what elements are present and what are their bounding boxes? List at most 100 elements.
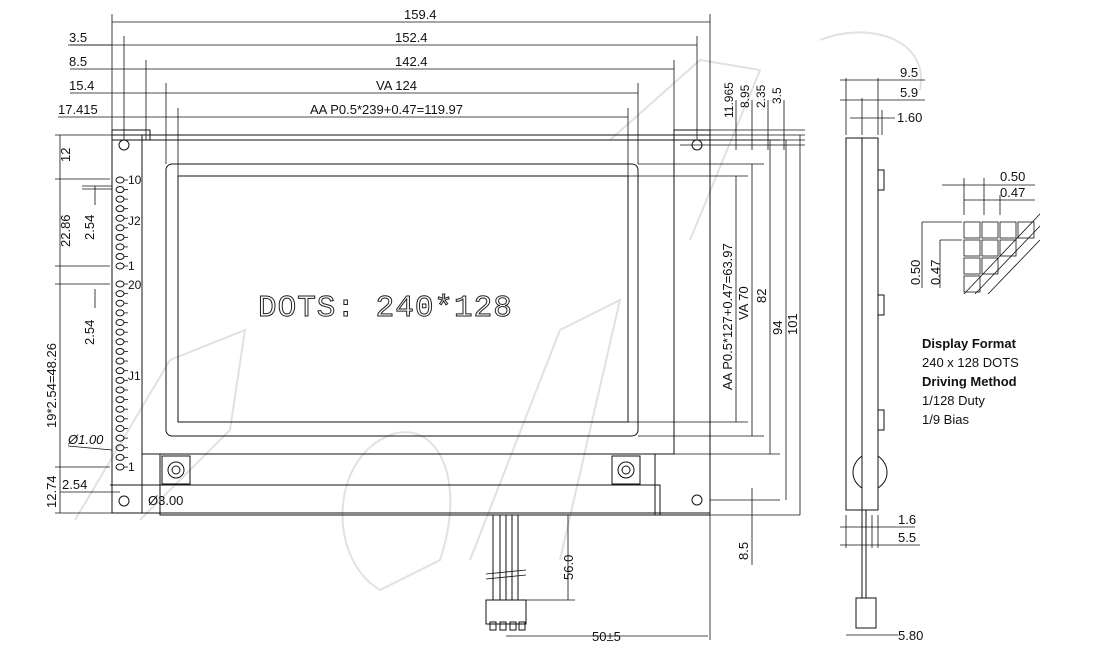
dim-12-74: 12.74	[44, 475, 59, 508]
pin-label-1-j2: 1	[128, 259, 135, 273]
connector-pin	[115, 415, 125, 423]
dim-dia-1: Ø1.00	[67, 432, 104, 447]
top-right-dimensions: 11.965 8.95 2.35 3.5	[680, 82, 805, 150]
pin-label-10: 10	[128, 173, 142, 187]
driving-method-title: Driving Method	[922, 374, 1017, 389]
cable-assembly	[485, 515, 527, 631]
pixel-grid	[963, 213, 1041, 295]
connector-j2-label: J2	[128, 214, 141, 228]
connector-j1-pins	[115, 280, 128, 471]
dim-159-4: 159.4	[404, 7, 437, 22]
connector-pin	[115, 405, 125, 413]
pixel-cell	[981, 221, 999, 239]
pixel-cell	[963, 221, 981, 239]
dim-50: 50±5	[592, 629, 621, 644]
connector-pin	[115, 338, 125, 346]
side-view: 9.5 5.9 1.60 1.6 5.5 5.80	[840, 65, 925, 643]
dim-56: 56.0	[561, 555, 576, 580]
dim-2-54-j2: 2.54	[82, 215, 97, 240]
display-format-value: 240 x 128 DOTS	[922, 355, 1019, 370]
pixel-cell	[981, 239, 999, 257]
dim-11-965: 11.965	[722, 82, 736, 118]
dim-2-35: 2.35	[754, 84, 768, 108]
pixel-detail: 0.50 0.47 0.50 0.47	[908, 169, 1035, 288]
connector-pin	[115, 328, 125, 336]
connector-pin	[115, 262, 125, 270]
dim-152-4: 152.4	[395, 30, 428, 45]
connector-pin	[115, 386, 125, 394]
dim-2-54-h: 2.54	[62, 477, 87, 492]
connector-pin	[115, 357, 125, 365]
connector-j2-pins	[115, 176, 128, 270]
connector-pin	[115, 299, 125, 307]
pixel-cell	[963, 239, 981, 257]
side-dim-1-6: 1.6	[898, 512, 916, 527]
dim-8-5-v: 8.5	[736, 542, 751, 560]
module-outline	[110, 129, 711, 516]
connector-pin	[115, 319, 125, 327]
pixel-cell	[963, 275, 981, 293]
mount-hole-br	[691, 494, 703, 506]
top-dimensions	[58, 14, 711, 640]
pitch-0-50-v: 0.50	[908, 260, 923, 285]
connector-pin	[115, 186, 125, 194]
dim-12: 12	[58, 148, 73, 162]
dim-2-54-j1: 2.54	[82, 320, 97, 345]
side-dim-5-80: 5.80	[898, 628, 923, 643]
left-dimensions: 12 22.86 2.54 19*2.54=48.26 2.54 12.74 2…	[44, 134, 183, 514]
mount-hole-tl	[118, 139, 130, 151]
connector-pin	[115, 290, 125, 298]
connector-pin	[115, 243, 125, 251]
connector-pin	[115, 309, 125, 317]
connector-pin	[115, 347, 125, 355]
pixel-cell	[1017, 221, 1035, 239]
mount-hole-bl	[118, 495, 130, 507]
connector-pin	[115, 214, 125, 222]
side-dim-5-9: 5.9	[900, 85, 918, 100]
dim-22-86: 22.86	[58, 214, 73, 247]
right-dimensions: AA P0.5*127+0.47=63.97 VA 70 82 94 101 8…	[628, 135, 801, 565]
dim-3-5: 3.5	[69, 30, 87, 45]
side-dim-9-5: 9.5	[900, 65, 918, 80]
dim-va-70: VA 70	[736, 286, 751, 320]
dim-101: 101	[785, 313, 800, 335]
connector-pin	[115, 195, 125, 203]
pitch-0-47-v: 0.47	[928, 260, 943, 285]
dim-19x2-54: 19*2.54=48.26	[44, 343, 59, 428]
dim-aa-height: AA P0.5*127+0.47=63.97	[720, 243, 735, 390]
side-dim-1-60: 1.60	[897, 110, 922, 125]
duty-value: 1/128 Duty	[922, 393, 985, 408]
dim-8-95: 8.95	[738, 84, 752, 108]
pixel-cell	[963, 257, 981, 275]
pitch-0-50-h: 0.50	[1000, 169, 1025, 184]
connector-pin	[115, 224, 125, 232]
connector-pin	[115, 252, 125, 260]
connector-pin	[115, 233, 125, 241]
dim-va-124: VA 124	[376, 78, 417, 93]
bias-value: 1/9 Bias	[922, 412, 969, 427]
dim-8-5: 8.5	[69, 54, 87, 69]
pixel-cell	[999, 239, 1017, 257]
dim-3-5-v: 3.5	[770, 87, 784, 104]
connector-pin	[115, 424, 125, 432]
connector-pin	[115, 176, 125, 184]
dim-142-4: 142.4	[395, 54, 428, 69]
dim-aa-width: AA P0.5*239+0.47=119.97	[310, 102, 463, 117]
display-format-title: Display Format	[922, 336, 1016, 351]
pixel-cell	[999, 221, 1017, 239]
connector-pin	[115, 396, 125, 404]
dim-dia-3: Ø3.00	[148, 493, 183, 508]
connector-j1-label: J1	[128, 369, 141, 383]
connector-pin	[115, 367, 125, 375]
side-dim-5-5: 5.5	[898, 530, 916, 545]
bottom-dimensions: 56.0 50±5	[506, 514, 708, 644]
connector-pin	[115, 453, 125, 461]
display-info: Display Format 240 x 128 DOTS Driving Me…	[922, 334, 1019, 429]
connector-pin	[115, 280, 125, 288]
dim-15-4: 15.4	[69, 78, 94, 93]
pitch-0-47-h: 0.47	[1000, 185, 1025, 200]
connector-pin	[115, 205, 125, 213]
dim-17-415: 17.415	[58, 102, 98, 117]
dim-82: 82	[754, 289, 769, 303]
